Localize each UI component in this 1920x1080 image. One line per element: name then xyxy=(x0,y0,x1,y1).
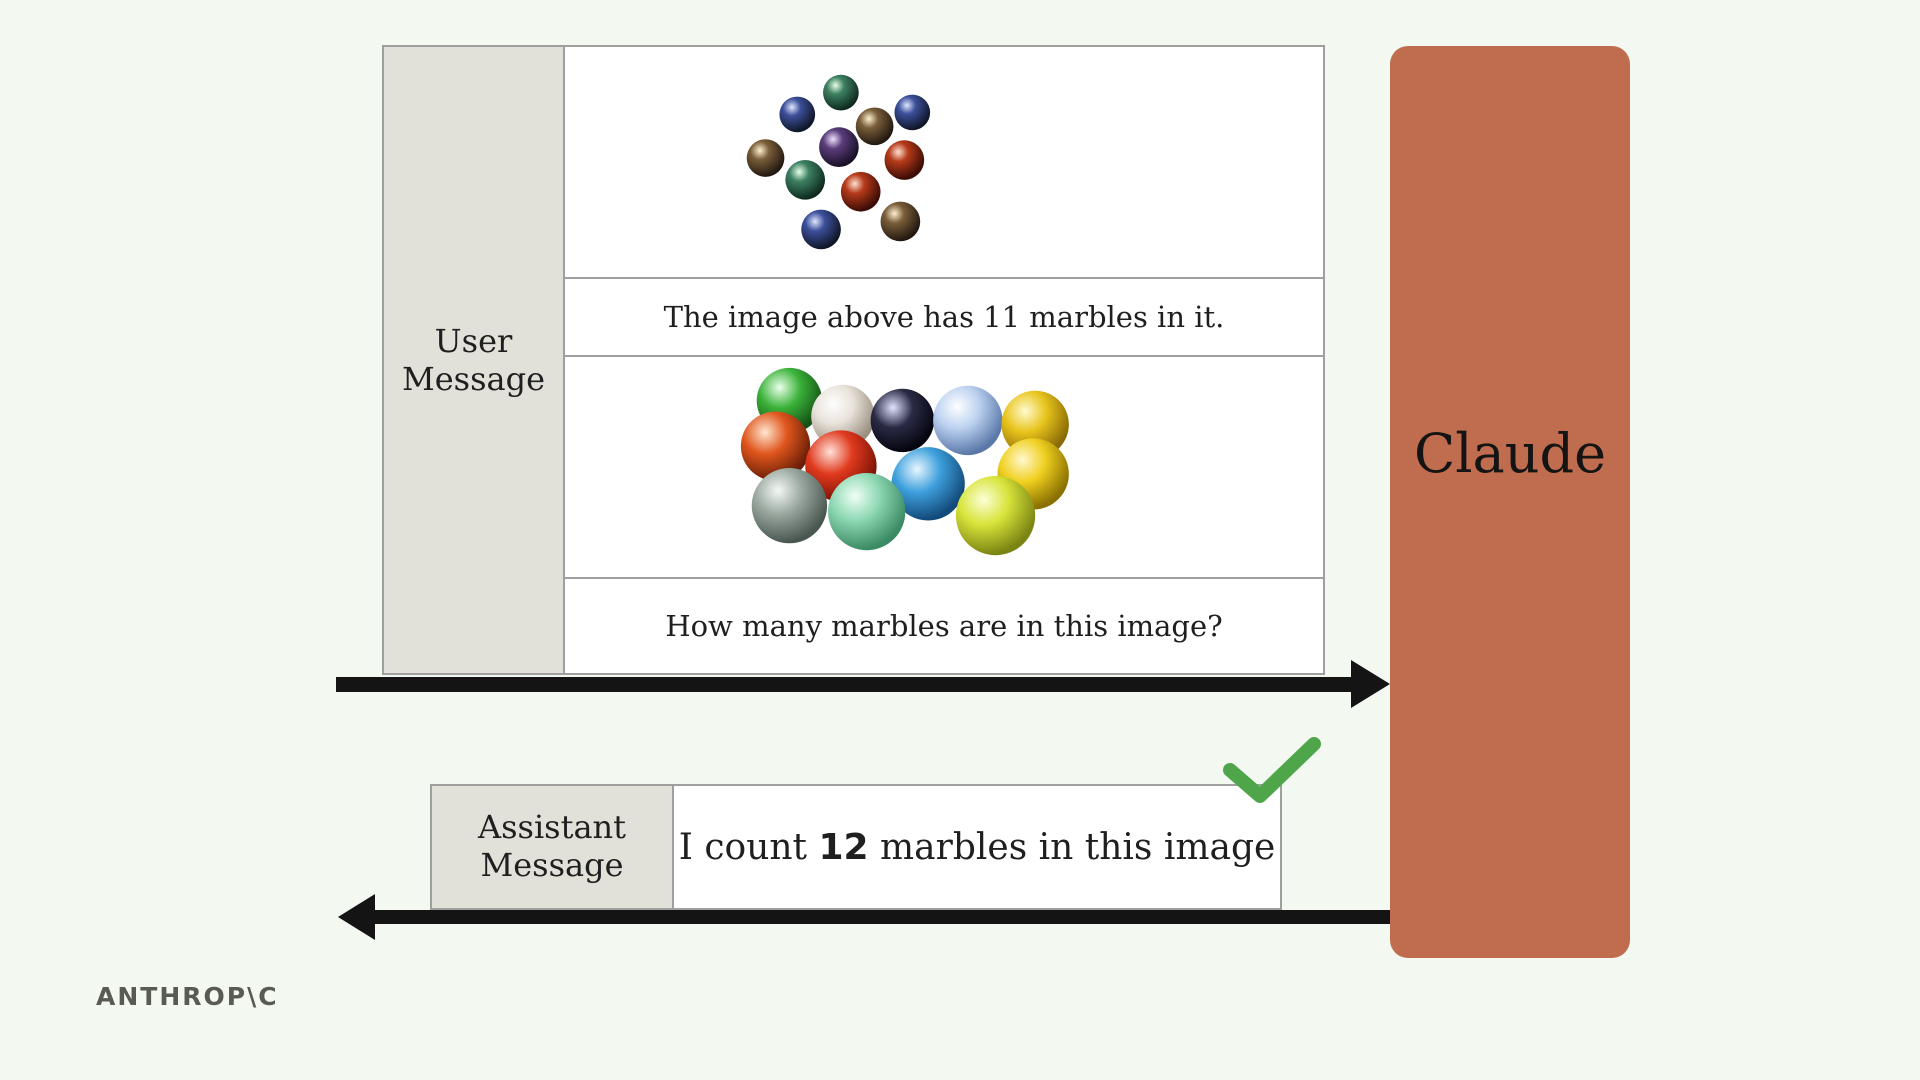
marble xyxy=(740,411,811,481)
checkmark-icon xyxy=(1223,737,1321,803)
marble xyxy=(779,96,816,133)
marble xyxy=(823,74,859,111)
marble xyxy=(785,160,826,200)
marbles-image-question xyxy=(565,357,1323,579)
marble xyxy=(880,201,921,242)
marble xyxy=(801,209,841,250)
marble xyxy=(1001,390,1069,459)
marble xyxy=(955,475,1036,556)
assistant-response-prefix: I count xyxy=(678,826,819,868)
input-arrow xyxy=(336,660,1390,708)
assistant-response-count: 12 xyxy=(818,826,869,868)
marbles-image-example xyxy=(565,47,1323,279)
user-message-label: User Message xyxy=(401,321,546,398)
marble xyxy=(746,139,785,177)
marble xyxy=(855,107,894,146)
assistant-message-block: Assistant Message I count 12 marbles in … xyxy=(430,784,1282,910)
marbles-11-image xyxy=(746,74,931,250)
marble xyxy=(933,385,1003,456)
user-text-row-1: The image above has 11 marbles in it. xyxy=(565,279,1323,357)
output-arrow xyxy=(338,894,1390,940)
user-message-label-column: User Message xyxy=(384,47,565,673)
marble xyxy=(751,467,828,544)
user-message-block: User Message xyxy=(382,45,1325,675)
assistant-response-suffix: marbles in this image xyxy=(868,826,1276,868)
claude-label: Claude xyxy=(1413,421,1607,485)
small-marbles xyxy=(746,74,931,250)
marble xyxy=(828,472,906,551)
assistant-message-label-column: Assistant Message xyxy=(432,786,674,908)
colorful-marbles xyxy=(740,367,1069,556)
marble xyxy=(884,140,925,180)
marble-count-question: How many marbles are in this image? xyxy=(665,609,1223,643)
anthropic-logo: ANTHROP\C xyxy=(96,982,279,1011)
assistant-response: I count 12 marbles in this image xyxy=(674,786,1280,908)
marble-count-statement: The image above has 11 marbles in it. xyxy=(663,300,1225,334)
user-message-content: The image above has 11 marbles in it. xyxy=(565,47,1323,673)
marble xyxy=(891,447,965,521)
marble xyxy=(894,94,931,131)
marble xyxy=(811,384,875,449)
marble xyxy=(840,171,881,212)
user-text-row-2: How many marbles are in this image? xyxy=(565,579,1323,673)
marble xyxy=(870,388,935,453)
claude-model-box: Claude xyxy=(1390,46,1630,958)
marble xyxy=(819,127,859,167)
marbles-12-image xyxy=(740,367,1069,556)
assistant-message-label: Assistant Message xyxy=(477,808,626,884)
